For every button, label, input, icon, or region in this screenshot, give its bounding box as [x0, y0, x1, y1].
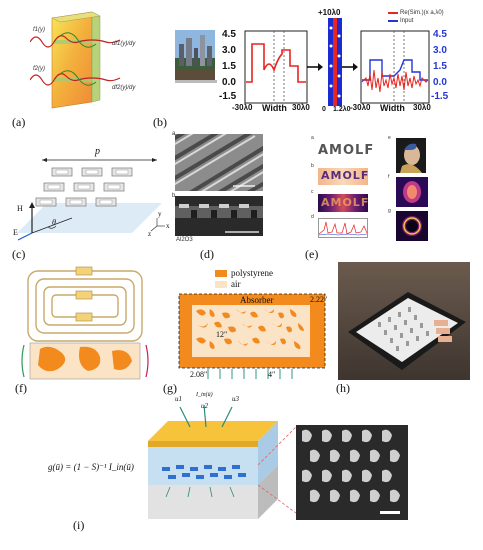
legend-swatch-polystyrene — [215, 269, 227, 277]
panel-b-legend-label: Input — [400, 18, 414, 24]
panel-a-f1-label: f1(y) — [33, 27, 45, 33]
panel-b-plot2-ytick: 3.0 — [433, 45, 447, 56]
panel-e-sublabel: g — [388, 208, 391, 214]
panel-b-sample-top: +10λ0 — [318, 8, 341, 17]
panel-g-dim-bottom-left: 2.08" — [190, 370, 208, 379]
panel-g-absorber-label: Absorber — [240, 295, 274, 305]
panel-d-sublabel-b: b — [172, 193, 176, 199]
panel-e-edge-portrait — [396, 177, 428, 207]
panel-b-plot2-ytick: 1.5 — [433, 61, 447, 72]
panel-b-sample-zero: 0 — [322, 106, 326, 113]
panel-e-amolf-text-2: AMOLF — [321, 169, 370, 182]
panel-label-b: (b) — [153, 115, 167, 129]
panel-label-i: (i) — [73, 518, 85, 532]
panel-b-plot1-ytick: 0.0 — [222, 77, 236, 88]
panel-b-legend-input: Input — [388, 18, 413, 24]
panel-e-edge-image-2 — [318, 194, 368, 212]
panel-i-input-u3: u3 — [232, 395, 239, 403]
panel-b-plot1-xright: 30λ0 — [292, 103, 310, 112]
legend-swatch-red — [388, 12, 398, 14]
panel-c-E-label: E — [13, 228, 18, 237]
panel-g-dim-side: 12" — [216, 330, 228, 339]
panel-e-amolf-text: AMOLF — [318, 143, 375, 158]
panel-e-sublabel: c — [311, 189, 314, 195]
panel-c-metasurface-array — [17, 158, 165, 241]
panel-label-e: (e) — [305, 247, 319, 261]
panel-b-plot2-ytick: 4.5 — [433, 29, 447, 40]
panel-b-plot2-xright: 30λ0 — [413, 103, 431, 112]
panel-e-sublabel: e — [388, 135, 391, 141]
arrow-icon — [307, 63, 323, 71]
panel-c-period-label: p — [95, 146, 100, 157]
panel-g-legend-label: air — [231, 279, 241, 289]
panel-e-line-plot — [318, 218, 368, 238]
panel-d-material-label: Al2O3 — [176, 237, 193, 243]
panel-c-x-label: x — [166, 222, 170, 230]
panel-b-plot2-ytick: -1.5 — [431, 91, 449, 102]
panel-d-sem-top — [175, 134, 263, 191]
panel-g-legend-label: polystyrene — [231, 268, 273, 278]
panel-b-plot2-ytick: 0.0 — [433, 77, 447, 88]
panel-e-sublabel: d — [311, 214, 314, 220]
panel-label-f: (f) — [15, 381, 27, 395]
panel-label-a: (a) — [12, 115, 26, 129]
panel-e-amolf-text-3: AMOLF — [321, 196, 370, 209]
panel-e-sublabel: b — [311, 163, 314, 169]
panel-e-ring-image — [396, 211, 428, 241]
panel-e-sublabel: f — [388, 174, 390, 180]
panel-c-z-label: z — [148, 230, 152, 238]
panel-b-plot2-xlabel: Width — [380, 103, 405, 113]
panel-b-sample-strip — [328, 18, 342, 106]
panel-g-legend-air: air — [215, 279, 241, 289]
panel-g-dim-bottom-right: 4" — [268, 370, 276, 379]
panel-b-plot1-xleft: -30λ0 — [232, 103, 253, 112]
panel-f-loop-diagram — [21, 266, 149, 380]
panel-b-plot1 — [244, 30, 308, 104]
panel-a-df1-label: df1(y)/dy — [112, 41, 136, 47]
legend-swatch-blue — [388, 20, 398, 22]
panel-b-plot1-ytick: 1.5 — [222, 61, 236, 72]
panel-b-plot2 — [360, 30, 430, 104]
panel-b-plot1-ytick: 4.5 — [222, 29, 236, 40]
panel-g-dim-top: 2.22" — [310, 295, 328, 304]
panel-label-h: (h) — [336, 381, 350, 395]
panel-i-in-label: I_in(ū) — [196, 392, 213, 398]
panel-d-sem-cross-section — [175, 196, 263, 236]
panel-c-H-label: H — [17, 204, 23, 213]
panel-b-city-photo — [175, 30, 215, 80]
panel-label-c: (c) — [12, 247, 26, 261]
panel-e-girl-portrait — [396, 138, 426, 173]
panel-a-df2-label: df2(y)/dy — [112, 85, 136, 91]
panel-b-plot2-xleft: -30λ0 — [350, 103, 371, 112]
panel-a-f2-label: f2(y) — [33, 66, 45, 72]
panel-label-g: (g) — [163, 381, 177, 395]
panel-b-plot1-ytick: 3.0 — [222, 45, 236, 56]
panel-label-d: (d) — [200, 247, 214, 261]
panel-c-y-label: y — [158, 210, 162, 218]
panel-b-plot1-xlabel: Width — [262, 103, 287, 113]
panel-g-legend-polystyrene: polystyrene — [215, 268, 273, 278]
panel-i-input-u1: u1 — [175, 395, 182, 403]
panel-d-sublabel-a: a — [172, 131, 176, 137]
arrow-icon — [342, 63, 358, 71]
panel-b-legend-label: Re(Sim.)(x a,λ0) — [400, 10, 444, 16]
panel-i-zoom-lines — [258, 426, 297, 514]
panel-b-plot1-ytick: -1.5 — [219, 91, 237, 102]
panel-b-sample-width: 1.2λ0 — [333, 106, 351, 113]
panel-e-sublabel: a — [311, 135, 314, 141]
panel-i-device — [148, 405, 278, 519]
panel-e-edge-image-1 — [318, 168, 368, 185]
panel-a-metasurface — [30, 11, 121, 109]
panel-b-photo-caption — [175, 80, 217, 83]
panel-b-legend-sim: Re(Sim.)(x a,λ0) — [388, 10, 444, 16]
panel-h-photo — [338, 262, 470, 380]
legend-swatch-air — [215, 280, 227, 288]
panel-g-structure — [178, 293, 326, 379]
panel-i-equation: g(ū) = (1 − S)⁻¹ I_in(ū) — [48, 462, 134, 472]
panel-i-sem-image — [296, 425, 408, 520]
panel-c-theta-label: θ — [52, 218, 56, 227]
